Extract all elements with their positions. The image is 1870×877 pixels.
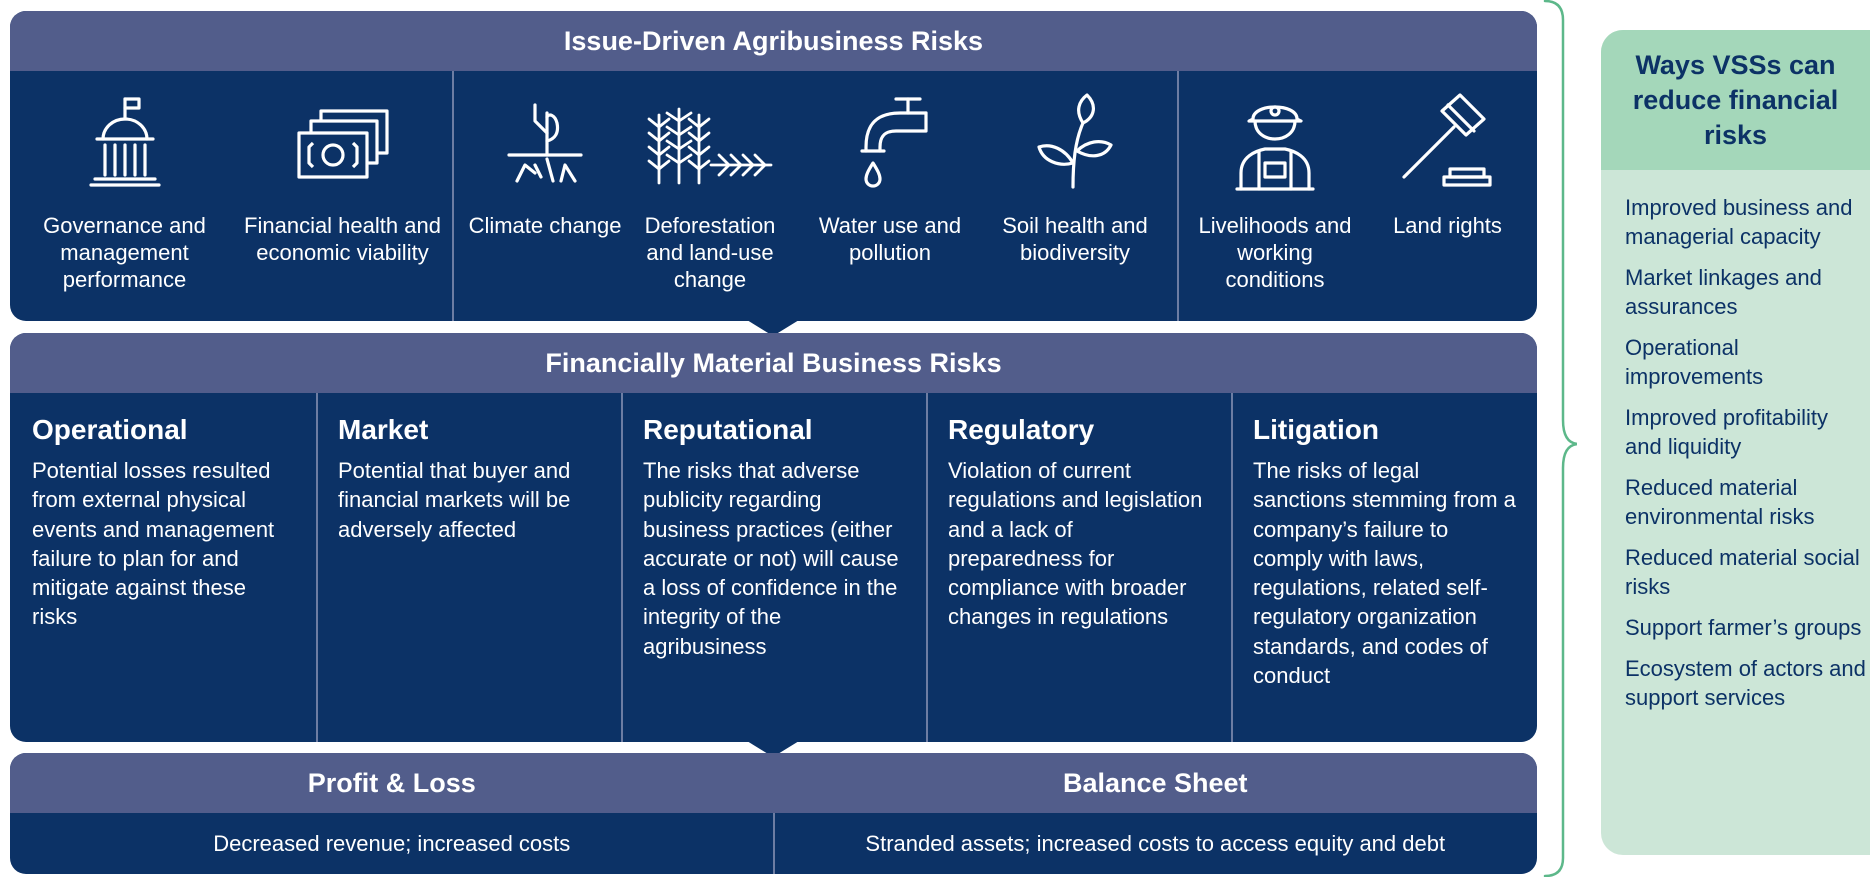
issue-climate-change: Climate change	[465, 71, 625, 321]
risk-title: Market	[338, 414, 429, 445]
felled-forest-icon	[647, 107, 773, 185]
risk-description: The risks of legal sanctions stemming fr…	[1253, 458, 1516, 689]
grouping-bracket	[1543, 0, 1577, 877]
risk-description: Violation of current regulations and leg…	[948, 458, 1203, 630]
issue-label: Livelihoods and working conditions	[1198, 213, 1352, 292]
group-divider	[452, 71, 454, 321]
business-risks-panel: Financially Material Business Risks Oper…	[10, 333, 1537, 742]
list-item: Market linkages and assurances	[1625, 265, 1822, 319]
banknotes-icon	[296, 109, 389, 179]
risk-regulatory: Regulatory Violation of current regulati…	[926, 393, 1231, 742]
profit-loss-title: Profit & Loss	[307, 767, 476, 798]
gavel-icon	[1401, 93, 1492, 187]
issue-land-rights: Land rights	[1360, 71, 1535, 321]
issue-label: Governance and management performance	[43, 213, 206, 292]
column-divider	[621, 393, 623, 742]
list-item: Support farmer’s groups	[1625, 615, 1862, 640]
risk-reputational: Reputational The risks that adverse publ…	[621, 393, 926, 742]
faucet-drop-icon	[860, 97, 928, 188]
sprout-icon	[1037, 93, 1113, 189]
business-risks-title: Financially Material Business Risks	[10, 333, 1537, 393]
worker-helmet-icon	[1235, 105, 1315, 191]
issue-label: Deforestation and land-use change	[644, 213, 776, 292]
list-item: Operational improvements	[1625, 335, 1764, 389]
issue-governance: Governance and management performance	[22, 71, 227, 321]
issue-label: Land rights	[1393, 213, 1502, 238]
issue-risks-panel: Issue-Driven Agribusiness Risks Governan…	[10, 11, 1537, 321]
government-building-icon	[88, 97, 161, 187]
risk-litigation: Litigation The risks of legal sanctions …	[1231, 393, 1537, 742]
list-item: Ecosystem of actors and support services	[1625, 656, 1866, 710]
risk-title: Regulatory	[948, 414, 1095, 445]
financial-outcomes-panel: Profit & Loss Balance Sheet Decreased re…	[10, 753, 1537, 874]
vss-benefits-panel: Ways VSSs can reduce financial risks Imp…	[1601, 30, 1870, 855]
balance-sheet-text: Stranded assets; increased costs to acce…	[865, 830, 1446, 856]
vss-title: Ways VSSs can reduce financial risks	[1632, 49, 1839, 150]
column-divider	[1231, 393, 1233, 742]
balance-sheet-title: Balance Sheet	[1062, 767, 1248, 798]
issue-label: Financial health and economic viability	[244, 213, 441, 265]
issue-livelihoods: Livelihoods and working conditions	[1190, 71, 1360, 321]
risk-description: Potential that buyer and financial marke…	[338, 458, 571, 542]
risk-description: The risks that adverse publicity regardi…	[643, 458, 899, 659]
issue-label: Climate change	[468, 213, 622, 238]
flow-arrow	[747, 320, 799, 336]
issue-soil: Soil health and biodiversity	[980, 71, 1170, 321]
risk-title: Operational	[32, 414, 188, 445]
list-item: Improved profitability and liquidity	[1625, 405, 1828, 459]
column-divider	[773, 813, 775, 874]
group-divider	[1177, 71, 1179, 321]
issue-water: Water use and pollution	[810, 71, 970, 321]
profit-loss-text: Decreased revenue; increased costs	[213, 830, 571, 856]
dry-tree-cracked-ground-icon	[507, 103, 583, 183]
list-item: Reduced material environmental risks	[1625, 475, 1815, 529]
issue-risks-title: Issue-Driven Agribusiness Risks	[10, 11, 1537, 71]
risk-description: Potential losses resulted from external …	[32, 458, 275, 630]
vss-header: Ways VSSs can reduce financial risks	[1601, 30, 1870, 170]
issue-deforestation: Deforestation and land-use change	[625, 71, 795, 321]
issue-financial-health: Financial health and economic viability	[240, 71, 445, 321]
list-item: Reduced material social risks	[1625, 545, 1860, 599]
risk-market: Market Potential that buyer and financia…	[316, 393, 621, 742]
outcomes-header-bar	[10, 753, 1537, 813]
risk-title: Reputational	[643, 414, 813, 445]
column-divider	[926, 393, 928, 742]
risk-title: Litigation	[1253, 414, 1379, 445]
vss-benefits-list: Improved business and managerial capacit…	[1625, 193, 1870, 724]
list-item: Improved business and managerial capacit…	[1625, 195, 1853, 249]
risk-operational: Operational Potential losses resulted fr…	[10, 393, 316, 742]
issue-label: Soil health and biodiversity	[1002, 213, 1148, 265]
column-divider	[316, 393, 318, 742]
issue-label: Water use and pollution	[818, 213, 962, 265]
